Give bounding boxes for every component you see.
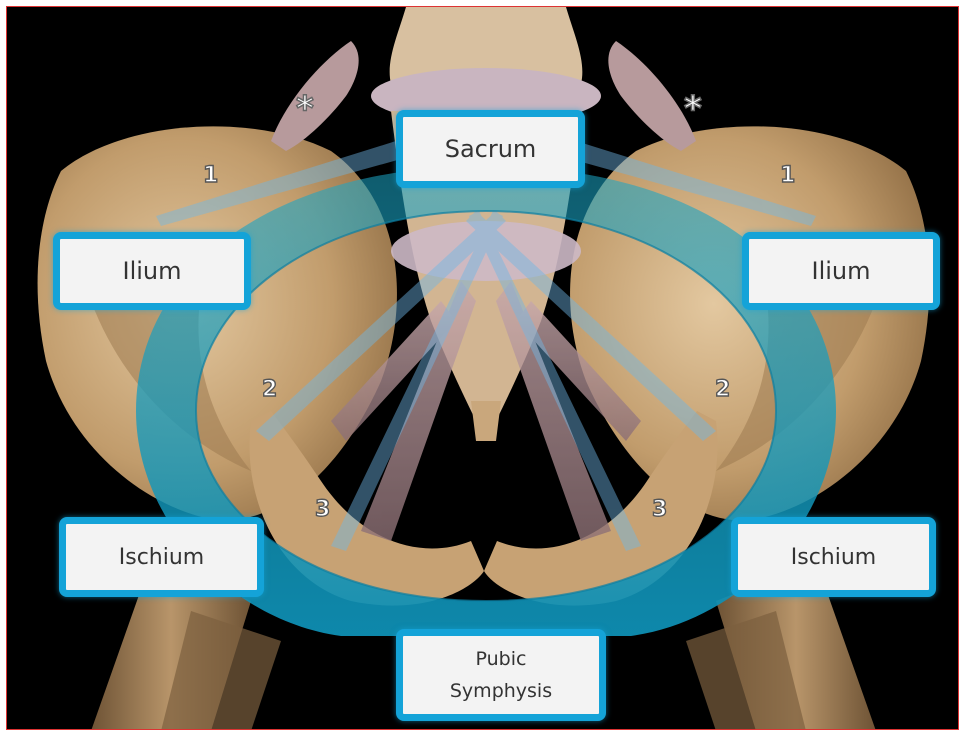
label-ischium-left: Ischium <box>59 517 264 597</box>
label-ilium-right: Ilium <box>742 232 940 310</box>
marker-1-left: 1 <box>203 163 218 188</box>
asterisk-left: * <box>296 89 314 129</box>
marker-3-right: 3 <box>652 497 667 522</box>
marker-2-left: 2 <box>262 377 277 402</box>
asterisk-right: * <box>684 89 702 129</box>
label-ilium-left: Ilium <box>53 232 251 310</box>
label-pubic-symphysis: Pubic Symphysis <box>396 629 606 721</box>
label-sacrum: Sacrum <box>396 110 585 188</box>
label-ischium-right: Ischium <box>731 517 936 597</box>
marker-1-right: 1 <box>780 163 795 188</box>
marker-3-left: 3 <box>315 497 330 522</box>
marker-2-right: 2 <box>715 377 730 402</box>
image-frame: 1 1 2 2 3 3 * * Sacrum Ilium Ilium Ischi… <box>6 6 959 730</box>
